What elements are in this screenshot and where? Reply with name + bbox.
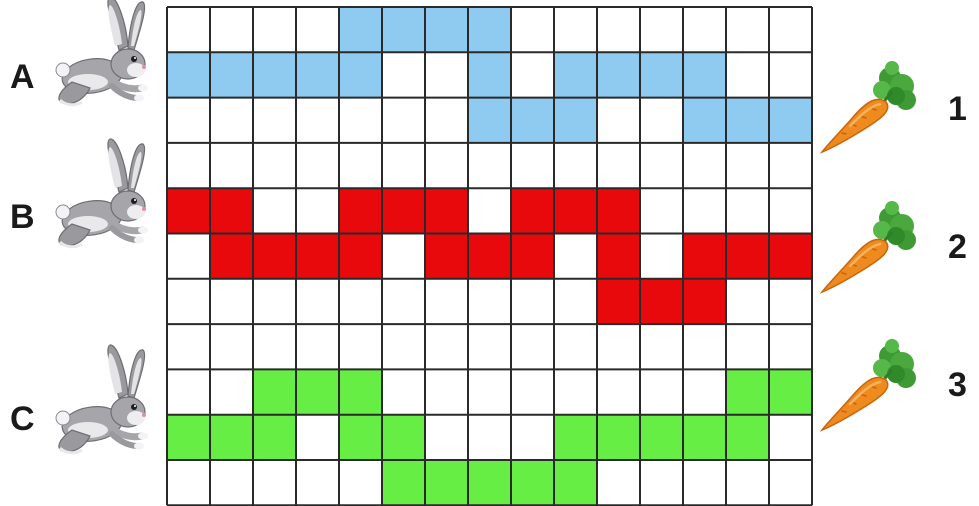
path-B-cell: [339, 188, 382, 233]
path-C-cell: [296, 369, 339, 414]
path-A-cell: [425, 7, 468, 52]
path-B-cell: [640, 279, 683, 324]
path-C-cell: [683, 415, 726, 460]
path-C-cell: [726, 369, 769, 414]
path-B-cell: [339, 234, 382, 279]
path-B-cell: [597, 188, 640, 233]
rabbit-icon: [56, 139, 148, 247]
path-C-cell: [511, 460, 554, 505]
path-B-cell: [597, 279, 640, 324]
path-A-cell: [210, 52, 253, 97]
carrot-icon: [822, 61, 916, 152]
path-B-cell: [210, 188, 253, 233]
path-A-cell: [382, 7, 425, 52]
path-C-cell: [640, 415, 683, 460]
rabbit-column: A B C: [10, 0, 148, 453]
path-C-cell: [425, 460, 468, 505]
path-C-cell: [253, 369, 296, 414]
carrot-icon: [822, 201, 916, 292]
path-A-cell: [296, 52, 339, 97]
path-B-cell: [683, 234, 726, 279]
path-C-cell: [167, 415, 210, 460]
path-A-cell: [597, 52, 640, 97]
path-B-cell: [167, 188, 210, 233]
path-A-cell: [339, 7, 382, 52]
path-B-cell: [597, 234, 640, 279]
path-B-cell: [769, 234, 812, 279]
path-C-cell: [210, 415, 253, 460]
path-A-cell: [640, 52, 683, 97]
rabbit-label-c: C: [10, 400, 35, 438]
path-A-cell: [726, 98, 769, 143]
carrot-label-3: 3: [948, 366, 967, 404]
path-A-cell: [683, 52, 726, 97]
rabbit-icon: [56, 0, 148, 105]
path-B-cell: [511, 188, 554, 233]
path-C-cell: [554, 415, 597, 460]
carrot-label-2: 2: [948, 228, 967, 266]
path-A-cell: [167, 52, 210, 97]
path-B-cell: [468, 234, 511, 279]
path-A-cell: [468, 7, 511, 52]
path-C-cell: [339, 415, 382, 460]
path-C-cell: [339, 369, 382, 414]
path-B-cell: [382, 188, 425, 233]
rabbit-icon: [56, 345, 148, 453]
path-B-cell: [425, 188, 468, 233]
path-C-cell: [726, 415, 769, 460]
path-A-cell: [683, 98, 726, 143]
carrot-label-1: 1: [948, 90, 967, 128]
path-A-cell: [468, 52, 511, 97]
path-A-cell: [511, 98, 554, 143]
path-B-cell: [210, 234, 253, 279]
path-A-cell: [253, 52, 296, 97]
path-B-cell: [554, 188, 597, 233]
path-A-cell: [554, 98, 597, 143]
path-A-cell: [339, 52, 382, 97]
path-C-cell: [769, 369, 812, 414]
path-B-cell: [683, 279, 726, 324]
rabbit-label-b: B: [10, 198, 35, 236]
path-C-cell: [597, 415, 640, 460]
path-A-cell: [769, 98, 812, 143]
carrot-column: 1 2 3: [822, 61, 967, 430]
rabbit-label-a: A: [10, 58, 35, 96]
path-C-cell: [382, 415, 425, 460]
path-grid: [167, 7, 812, 505]
path-A-cell: [554, 52, 597, 97]
path-A-cell: [468, 98, 511, 143]
carrot-icon: [822, 339, 916, 430]
path-C-cell: [554, 460, 597, 505]
path-B-cell: [511, 234, 554, 279]
path-C-cell: [253, 415, 296, 460]
path-B-cell: [253, 234, 296, 279]
path-B-cell: [296, 234, 339, 279]
path-C-cell: [468, 460, 511, 505]
path-B-cell: [726, 234, 769, 279]
path-B-cell: [425, 234, 468, 279]
path-C-cell: [382, 460, 425, 505]
